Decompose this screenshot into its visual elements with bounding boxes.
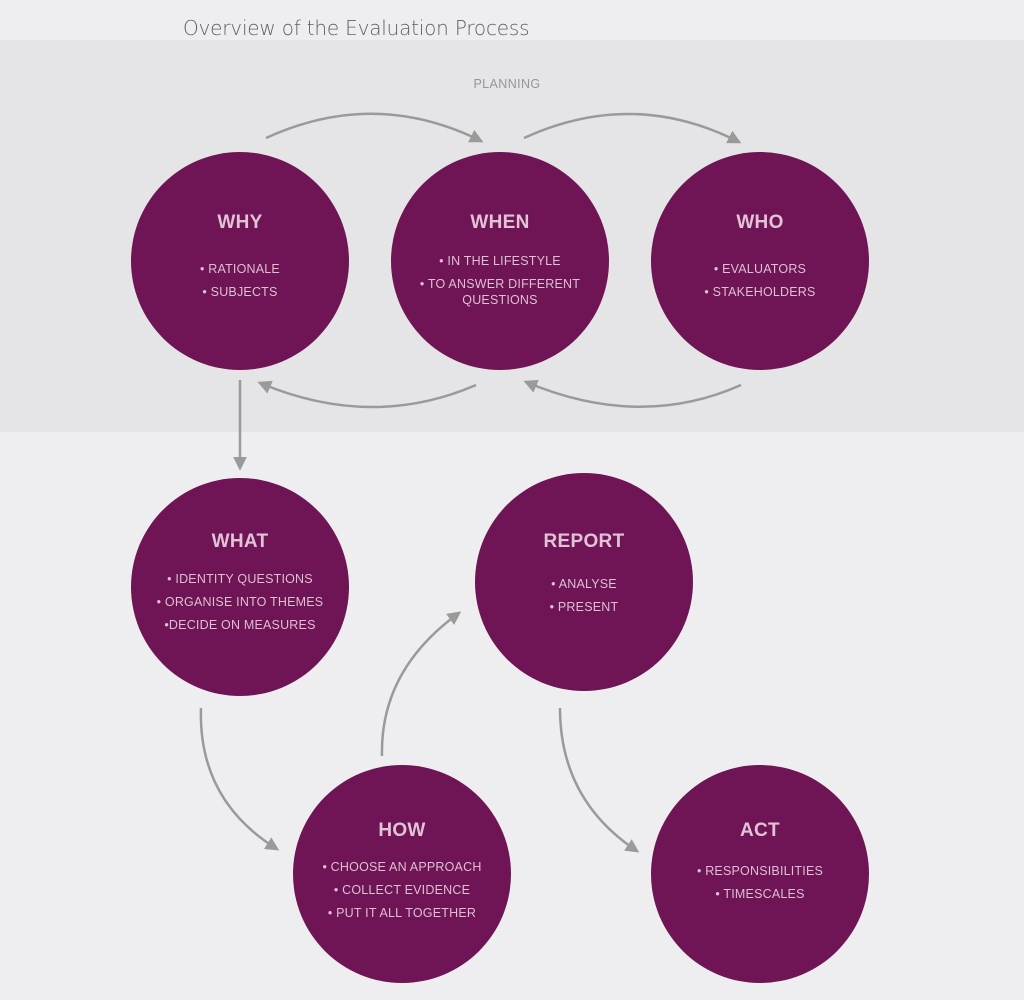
node-act-item: • TIMESCALES: [715, 887, 805, 901]
node-what-item: • IDENTITY QUESTIONS: [167, 572, 313, 586]
arrow-why-to-when: [265, 112, 484, 143]
node-when: WHEN • IN THE LIFESTYLE • TO ANSWER DIFF…: [391, 152, 609, 370]
node-who-item: • EVALUATORS: [713, 262, 807, 276]
node-who-heading: WHO: [736, 212, 784, 233]
node-how-item: • PUT IT ALL TOGETHER: [327, 906, 477, 920]
node-act-item: • RESPONSIBILITIES: [696, 864, 824, 878]
node-when-item: • IN THE LIFESTYLE: [439, 254, 561, 268]
node-how-item: • CHOOSE AN APPROACH: [322, 860, 482, 874]
node-report: REPORT • ANALYSE • PRESENT: [475, 473, 693, 691]
node-what: WHAT • IDENTITY QUESTIONS • ORGANISE INT…: [131, 478, 349, 696]
arrow-report-to-act: [558, 707, 640, 853]
node-what-item: •DECIDE ON MEASURES: [164, 618, 316, 632]
node-why: WHY • RATIONALE • SUBJECTS: [131, 152, 349, 370]
arrow-what-to-how: [199, 707, 280, 851]
arrow-when-to-who: [523, 112, 742, 144]
node-when-heading: WHEN: [470, 212, 530, 233]
node-report-item: • ANALYSE: [551, 577, 617, 591]
node-when-item: • TO ANSWER DIFFERENT QUESTIONS: [419, 277, 581, 307]
node-act: ACT • RESPONSIBILITIES • TIMESCALES: [651, 765, 869, 983]
node-how: HOW • CHOOSE AN APPROACH • COLLECT EVIDE…: [293, 765, 511, 983]
arrow-who-to-when: [523, 379, 742, 408]
node-act-heading: ACT: [740, 820, 780, 841]
planning-label: PLANNING: [473, 77, 541, 91]
node-how-item: • COLLECT EVIDENCE: [333, 883, 471, 897]
node-what-item: • ORGANISE INTO THEMES: [156, 595, 324, 609]
node-what-heading: WHAT: [211, 531, 269, 552]
arrow-when-to-why: [257, 380, 477, 409]
node-how-heading: HOW: [378, 820, 426, 841]
node-who-item: • STAKEHOLDERS: [704, 285, 816, 299]
node-who: WHO • EVALUATORS • STAKEHOLDERS: [651, 152, 869, 370]
node-why-item: • SUBJECTS: [202, 285, 278, 299]
arrow-how-to-report: [380, 611, 462, 757]
node-why-heading: WHY: [217, 212, 263, 233]
page-title: Overview of the Evaluation Process: [183, 16, 530, 40]
node-report-heading: REPORT: [543, 531, 625, 552]
node-report-item: • PRESENT: [549, 600, 619, 614]
node-why-item: • RATIONALE: [200, 262, 280, 276]
